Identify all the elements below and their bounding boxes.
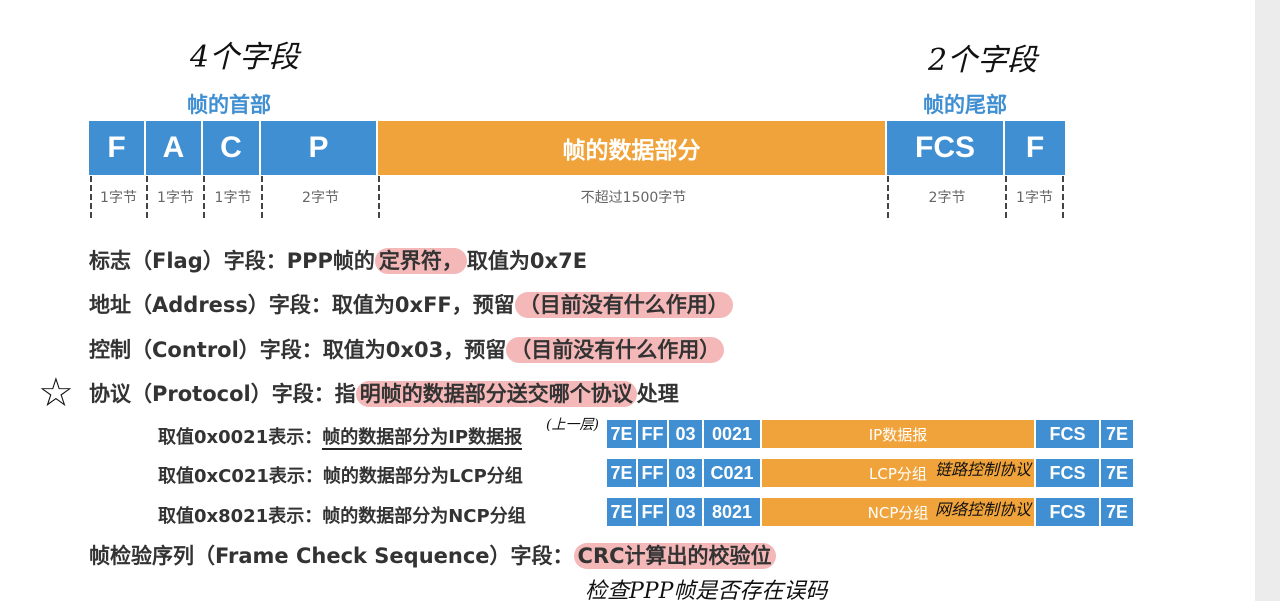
protocol-value-label: 取值0x8021表示： (158, 506, 323, 527)
protocol-value-row: 取值0xC021表示：帧的数据部分为LCP分组 (158, 462, 523, 488)
divider (378, 176, 380, 218)
trailer-title: 帧的尾部 (923, 93, 1007, 117)
mini-field: FF (638, 420, 669, 448)
mini-field: FF (638, 498, 669, 526)
divider (90, 176, 92, 218)
byte-size-label: 1字节 (157, 190, 194, 206)
ncp-frame-example: 7E FF 03 8021 NCP分组 FCS 7E (607, 498, 1133, 526)
fcs-highlight: CRC计算出的校验位 (573, 543, 776, 569)
divider (146, 176, 148, 218)
protocol-highlight: 明帧的数据部分送交哪个协议 (355, 381, 637, 407)
mini-field: 7E (607, 459, 638, 487)
protocol-prefix: 协议（Protocol）字段：指 (89, 382, 356, 406)
handwritten-lcp-note: 链路控制协议 (935, 460, 1032, 479)
protocol-value-label: 取值0xC021表示： (158, 466, 323, 487)
mini-field: 7E (607, 498, 638, 526)
mini-field: FCS (1036, 459, 1101, 487)
handwritten-header-note: 4个字段 (190, 40, 300, 75)
handwritten-ncp-note: 网络控制协议 (935, 500, 1032, 519)
scrollbar-track[interactable] (1255, 0, 1280, 601)
frame-field-f: F (89, 121, 146, 175)
flag-prefix: 标志（Flag）字段：PPP帧的 (89, 249, 375, 273)
divider (203, 176, 205, 218)
handwritten-bottom-note: 检查PPP帧是否存在误码 (585, 579, 828, 604)
divider (261, 176, 263, 218)
protocol-value-row: 取值0x0021表示：帧的数据部分为IP数据报 (158, 423, 523, 450)
mini-field: 8021 (704, 498, 762, 526)
control-highlight: （目前没有什么作用） (506, 337, 725, 363)
divider (1062, 176, 1064, 218)
mini-field: C021 (704, 459, 762, 487)
flag-field-description: 标志（Flag）字段：PPP帧的定界符，取值为0x7E (89, 245, 587, 275)
ppp-frame-diagram: F A C P 帧的数据部分 FCS F (89, 121, 1065, 175)
frame-field-fcs: FCS (887, 121, 1005, 175)
protocol-value-desc: 帧的数据部分为IP数据报 (322, 427, 523, 450)
mini-field: FCS (1036, 498, 1101, 526)
protocol-value-desc: 帧的数据部分为NCP分组 (322, 506, 526, 527)
fcs-field-description: 帧检验序列（Frame Check Sequence）字段：CRC计算出的校验位 (89, 540, 776, 570)
frame-field-data: 帧的数据部分 (378, 121, 887, 175)
mini-field: 7E (1101, 420, 1133, 448)
protocol-suffix: 处理 (636, 382, 679, 406)
flag-suffix: 取值为0x7E (466, 249, 588, 273)
mini-field: FCS (1036, 420, 1101, 448)
protocol-value-desc: 帧的数据部分为LCP分组 (322, 466, 523, 487)
frame-byte-sizes: 1字节 1字节 1字节 2字节 不超过1500字节 2字节 1字节 (89, 176, 1065, 218)
mini-field: 0021 (704, 420, 762, 448)
frame-field-c: C (203, 121, 261, 175)
address-highlight: （目前没有什么作用） (514, 292, 733, 318)
mini-field: 7E (607, 420, 638, 448)
frame-field-a: A (146, 121, 203, 175)
frame-field-f-end: F (1005, 121, 1065, 175)
address-prefix: 地址（Address）字段：取值为0xFF，预留 (89, 293, 515, 317)
divider (1005, 176, 1007, 218)
frame-field-p: P (261, 121, 378, 175)
header-title: 帧的首部 (187, 93, 271, 117)
mini-field-data: NCP分组 (762, 498, 1036, 526)
lcp-frame-example: 7E FF 03 C021 LCP分组 FCS 7E (607, 459, 1133, 487)
control-prefix: 控制（Control）字段：取值为0x03，预留 (89, 338, 507, 362)
handwritten-upper-layer-note: (上一层) (546, 417, 599, 433)
star-icon: ☆ (38, 370, 74, 416)
flag-highlight: 定界符， (374, 248, 467, 274)
address-field-description: 地址（Address）字段：取值为0xFF，预留（目前没有什么作用） (89, 289, 733, 319)
byte-size-label: 不超过1500字节 (580, 190, 687, 206)
mini-field: 03 (669, 459, 704, 487)
mini-field-data: IP数据报 (762, 420, 1036, 448)
byte-size-label: 1字节 (214, 190, 252, 206)
byte-size-label: 2字节 (928, 190, 966, 206)
control-field-description: 控制（Control）字段：取值为0x03，预留（目前没有什么作用） (89, 334, 725, 364)
mini-field: 7E (1101, 498, 1133, 526)
divider (887, 176, 889, 218)
mini-field: 7E (1101, 459, 1133, 487)
mini-field: 03 (669, 420, 704, 448)
mini-field: FF (638, 459, 669, 487)
mini-field-data: LCP分组 (762, 459, 1036, 487)
fcs-prefix: 帧检验序列（Frame Check Sequence）字段： (89, 544, 574, 568)
byte-size-label: 1字节 (100, 190, 137, 206)
ip-frame-example: 7E FF 03 0021 IP数据报 FCS 7E (607, 420, 1133, 448)
protocol-value-row: 取值0x8021表示：帧的数据部分为NCP分组 (158, 502, 526, 528)
handwritten-trailer-note: 2个字段 (928, 43, 1038, 78)
byte-size-label: 2字节 (302, 190, 339, 206)
mini-field: 03 (669, 498, 704, 526)
byte-size-label: 1字节 (1016, 190, 1053, 206)
protocol-value-label: 取值0x0021表示： (158, 427, 323, 448)
protocol-field-description: 协议（Protocol）字段：指明帧的数据部分送交哪个协议处理 (89, 378, 679, 408)
